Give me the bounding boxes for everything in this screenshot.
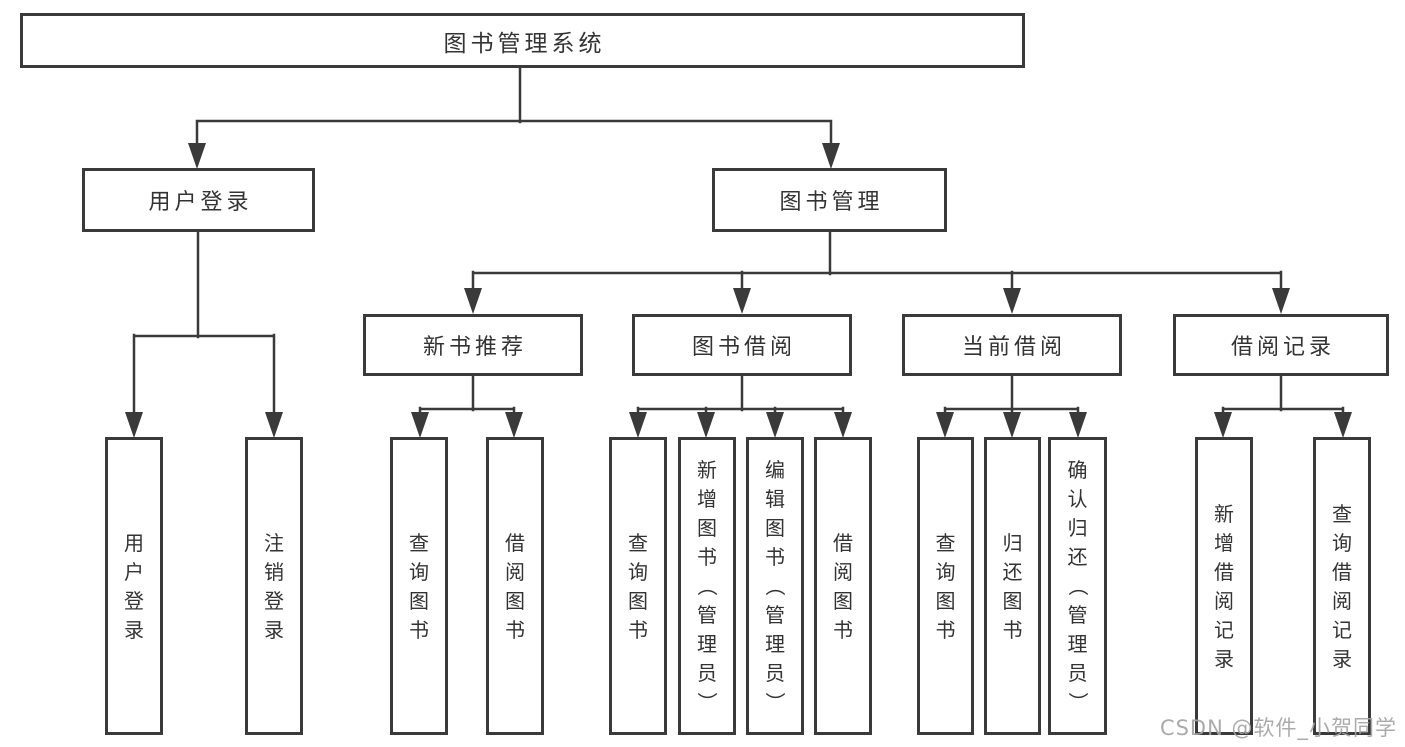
node-root-label: 图书管理系统 <box>443 30 606 57</box>
node-book-management: 图书管理 <box>712 168 947 232</box>
node-borrow-records: 借阅记录 <box>1173 314 1389 376</box>
node-new-book-recommend: 新书推荐 <box>363 314 583 376</box>
leaf-edit-book-admin: 编辑图书（管理员） <box>746 437 804 735</box>
leaf-query-books-borrow-label: 查询图书 <box>628 530 648 642</box>
watermark: CSDN @软件_小贺同学 <box>1159 716 1397 740</box>
leaf-query-books-current: 查询图书 <box>917 437 974 735</box>
leaf-borrow-books-recommend: 借阅图书 <box>486 437 544 735</box>
leaf-query-books-recommend-label: 查询图书 <box>409 530 429 642</box>
leaf-edit-book-admin-label: 编辑图书（管理员） <box>763 458 787 712</box>
leaf-query-books-borrow: 查询图书 <box>609 437 667 735</box>
node-book-management-label: 图书管理 <box>779 190 884 215</box>
leaf-return-book-label: 归还图书 <box>1002 530 1023 642</box>
node-book-borrow-label: 图书借阅 <box>691 335 796 360</box>
leaf-query-borrow-record: 查询借阅记录 <box>1313 437 1371 735</box>
leaf-user-login: 用户登录 <box>105 437 163 735</box>
node-book-borrow: 图书借阅 <box>632 314 852 376</box>
node-new-book-recommend-label: 新书推荐 <box>422 335 527 360</box>
leaf-confirm-return-admin-label: 确认归还（管理员） <box>1065 458 1090 712</box>
leaf-confirm-return-admin: 确认归还（管理员） <box>1048 437 1107 735</box>
node-current-borrow: 当前借阅 <box>902 314 1122 376</box>
node-borrow-records-label: 借阅记录 <box>1230 335 1335 360</box>
node-current-borrow-label: 当前借阅 <box>961 335 1066 360</box>
node-user-login-label: 用户登录 <box>148 190 253 215</box>
leaf-logout-label: 注销登录 <box>264 530 284 642</box>
leaf-borrow-books-2: 借阅图书 <box>814 437 872 735</box>
leaf-borrow-books-recommend-label: 借阅图书 <box>505 530 525 642</box>
leaf-add-borrow-record-label: 新增借阅记录 <box>1214 501 1234 671</box>
leaf-add-book-admin-label: 新增图书（管理员） <box>695 458 719 712</box>
leaf-query-borrow-record-label: 查询借阅记录 <box>1332 501 1352 671</box>
leaf-add-borrow-record: 新增借阅记录 <box>1195 437 1253 735</box>
node-user-login: 用户登录 <box>82 168 315 232</box>
leaf-add-book-admin: 新增图书（管理员） <box>678 437 736 735</box>
arrowheads <box>125 143 1352 438</box>
leaf-borrow-books-2-label: 借阅图书 <box>833 530 853 642</box>
leaf-query-books-current-label: 查询图书 <box>935 530 956 642</box>
leaf-user-login-label: 用户登录 <box>124 530 144 642</box>
leaf-query-books-recommend: 查询图书 <box>390 437 448 735</box>
leaf-return-book: 归还图书 <box>984 437 1041 735</box>
leaf-logout: 注销登录 <box>245 437 303 735</box>
node-root: 图书管理系统 <box>20 13 1025 68</box>
